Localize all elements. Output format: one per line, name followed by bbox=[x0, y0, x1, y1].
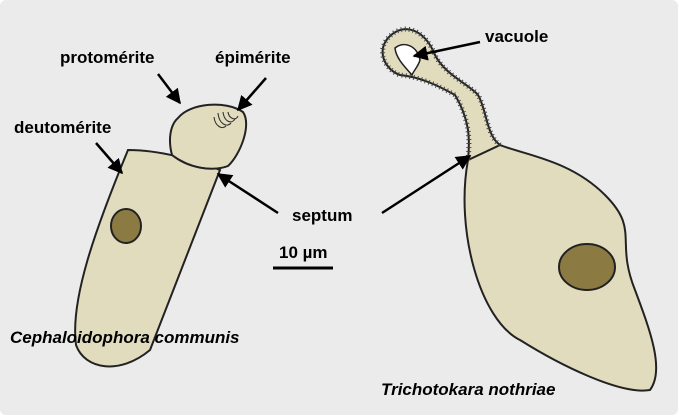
septum-label: septum bbox=[292, 206, 352, 226]
protomerite-arrow bbox=[158, 74, 180, 103]
nucleus-right bbox=[559, 244, 615, 290]
protomerite-body bbox=[170, 105, 246, 169]
deutomerite-label: deutomérite bbox=[14, 118, 111, 138]
trichotokara-cell bbox=[383, 29, 657, 390]
species-right-label: Trichotokara nothriae bbox=[381, 380, 555, 400]
species-left-label: Cephaloidophora communis bbox=[10, 328, 240, 348]
scale-label: 10 µm bbox=[279, 243, 328, 263]
epimerite-arrow bbox=[238, 78, 266, 110]
nucleus-left bbox=[111, 209, 141, 243]
protomerite-label: protomérite bbox=[60, 48, 154, 68]
septum-arrow-right bbox=[382, 156, 470, 213]
epimerite-label: épimérite bbox=[215, 48, 291, 68]
septum-arrow-left bbox=[218, 174, 278, 213]
vacuole-label: vacuole bbox=[485, 27, 548, 47]
deutomerite-arrow bbox=[96, 143, 122, 173]
